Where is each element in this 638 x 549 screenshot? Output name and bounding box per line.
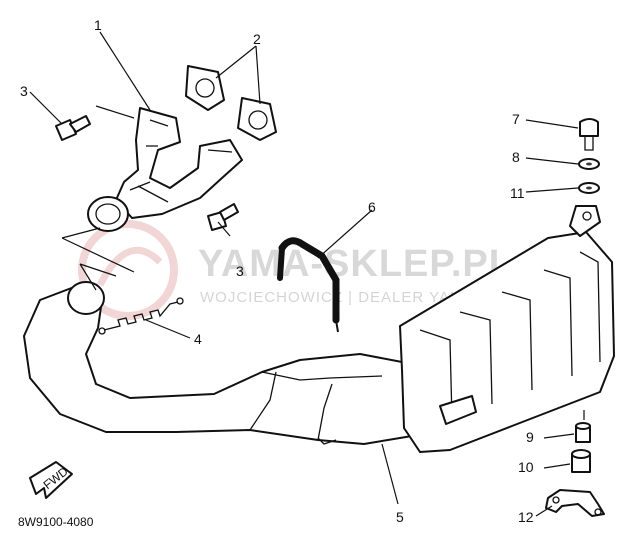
collar	[575, 422, 591, 443]
callout-12: 12	[518, 509, 534, 525]
callout-10: 10	[518, 459, 534, 475]
callout-1: 1	[94, 17, 102, 33]
callout-5: 5	[396, 509, 404, 525]
callout-4: 4	[194, 331, 202, 347]
callout-8: 8	[512, 149, 520, 165]
callout-7: 7	[512, 111, 520, 127]
bolt-lower	[207, 203, 239, 231]
heat-hose	[277, 237, 340, 333]
callout-11: 11	[510, 185, 525, 201]
watermark-brand: YAMA-SKLEP.PL	[198, 243, 513, 285]
callout-2: 2	[253, 31, 261, 47]
watermark: YAMA-SKLEP.PL WOJCIECHOWICZ | DEALER YAM…	[78, 220, 513, 320]
bolt-upper	[55, 115, 91, 141]
screw	[579, 118, 599, 151]
part-code: 8W9100-4080	[18, 515, 94, 529]
muffler-assembly	[23, 205, 615, 453]
watermark-subtitle: WOJCIECHOWICZ | DEALER YAMAHA	[200, 289, 497, 306]
exhaust-manifold	[87, 107, 243, 232]
forward-arrow: FWD	[29, 461, 73, 499]
leader-lines	[29, 31, 585, 517]
washer-spring	[578, 158, 600, 170]
bracket	[545, 489, 605, 517]
callout-3-upper: 3	[20, 83, 28, 99]
gasket-right	[237, 97, 277, 141]
washer-plain	[578, 182, 600, 194]
gasket-left	[185, 65, 225, 111]
callout-6: 6	[368, 199, 376, 215]
grommet	[571, 449, 591, 473]
callouts: 1 2 3 3 4 5 6 7 8 9 10 11 12	[20, 17, 534, 525]
callout-9: 9	[526, 429, 534, 445]
spring	[98, 297, 184, 335]
callout-3-lower: 3	[236, 263, 244, 279]
